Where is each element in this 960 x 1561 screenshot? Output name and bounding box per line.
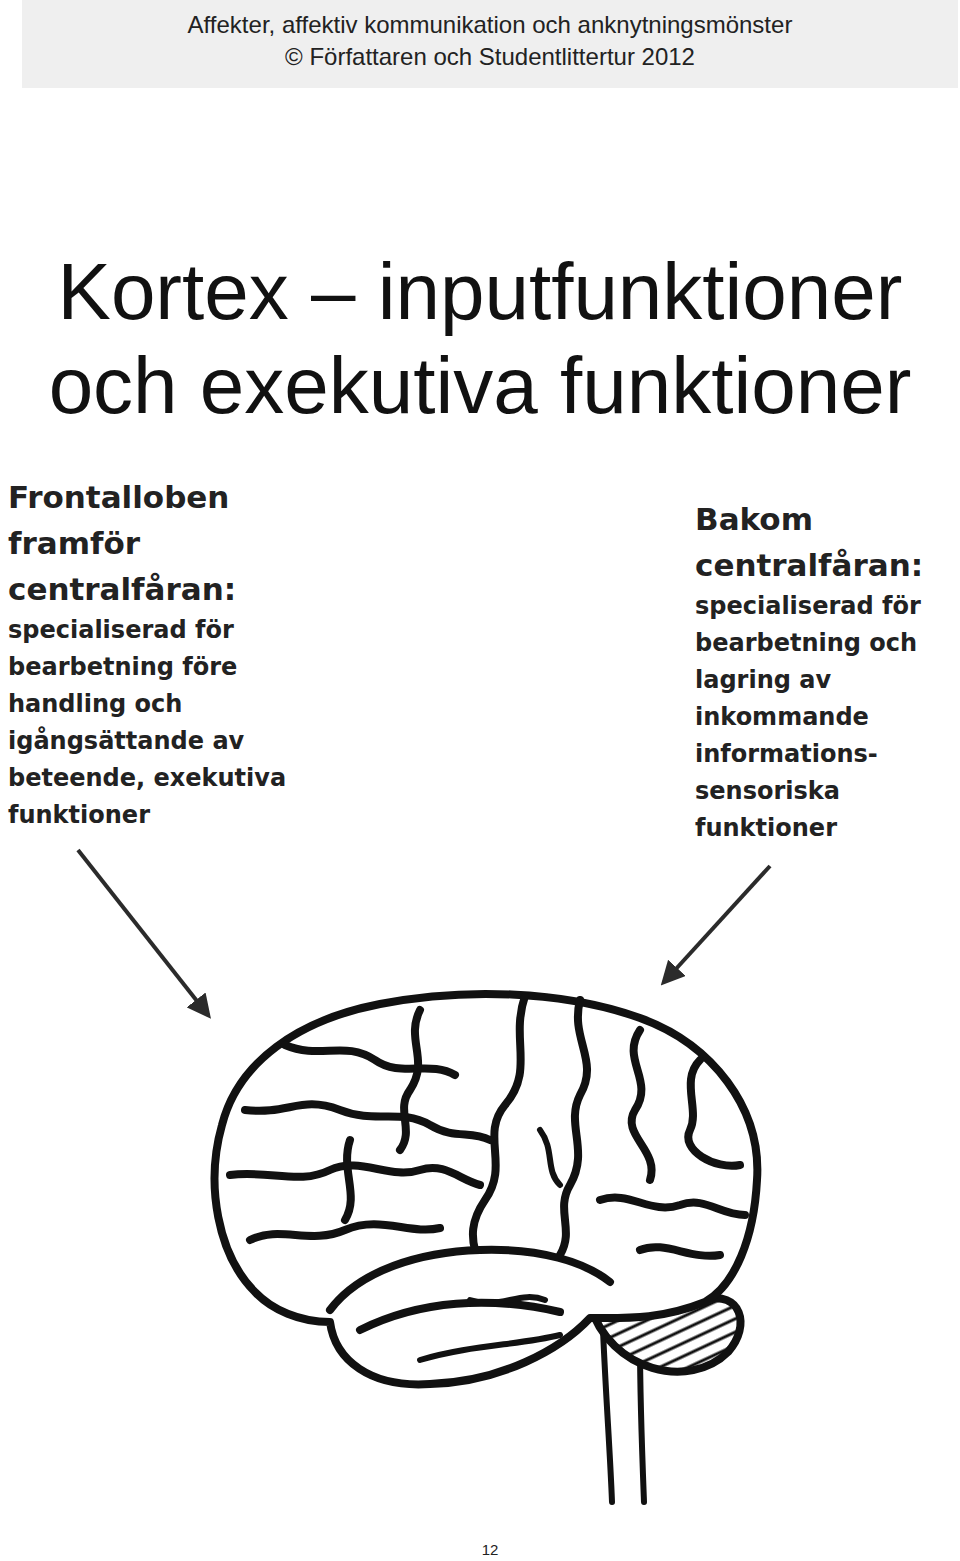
leader-arrow: [78, 850, 208, 1015]
region-description: specialiserad för bearbetning före handl…: [8, 612, 343, 834]
header-bar: [22, 0, 958, 88]
header-text: © Författaren och Studentlittertur 2012: [22, 42, 958, 72]
region-description: specialiserad för bearbetning och lagrin…: [695, 588, 957, 847]
page-title: Kortex – inputfunktioner och exekutiva f…: [30, 245, 930, 433]
leader-arrow: [664, 866, 770, 982]
page-number: 12: [440, 1540, 540, 1560]
region-heading: Frontalloben framför centralfåran:: [8, 474, 343, 612]
header-text: Affekter, affektiv kommunikation och ank…: [22, 10, 958, 40]
region-heading: Bakom centralfåran:: [695, 496, 960, 588]
